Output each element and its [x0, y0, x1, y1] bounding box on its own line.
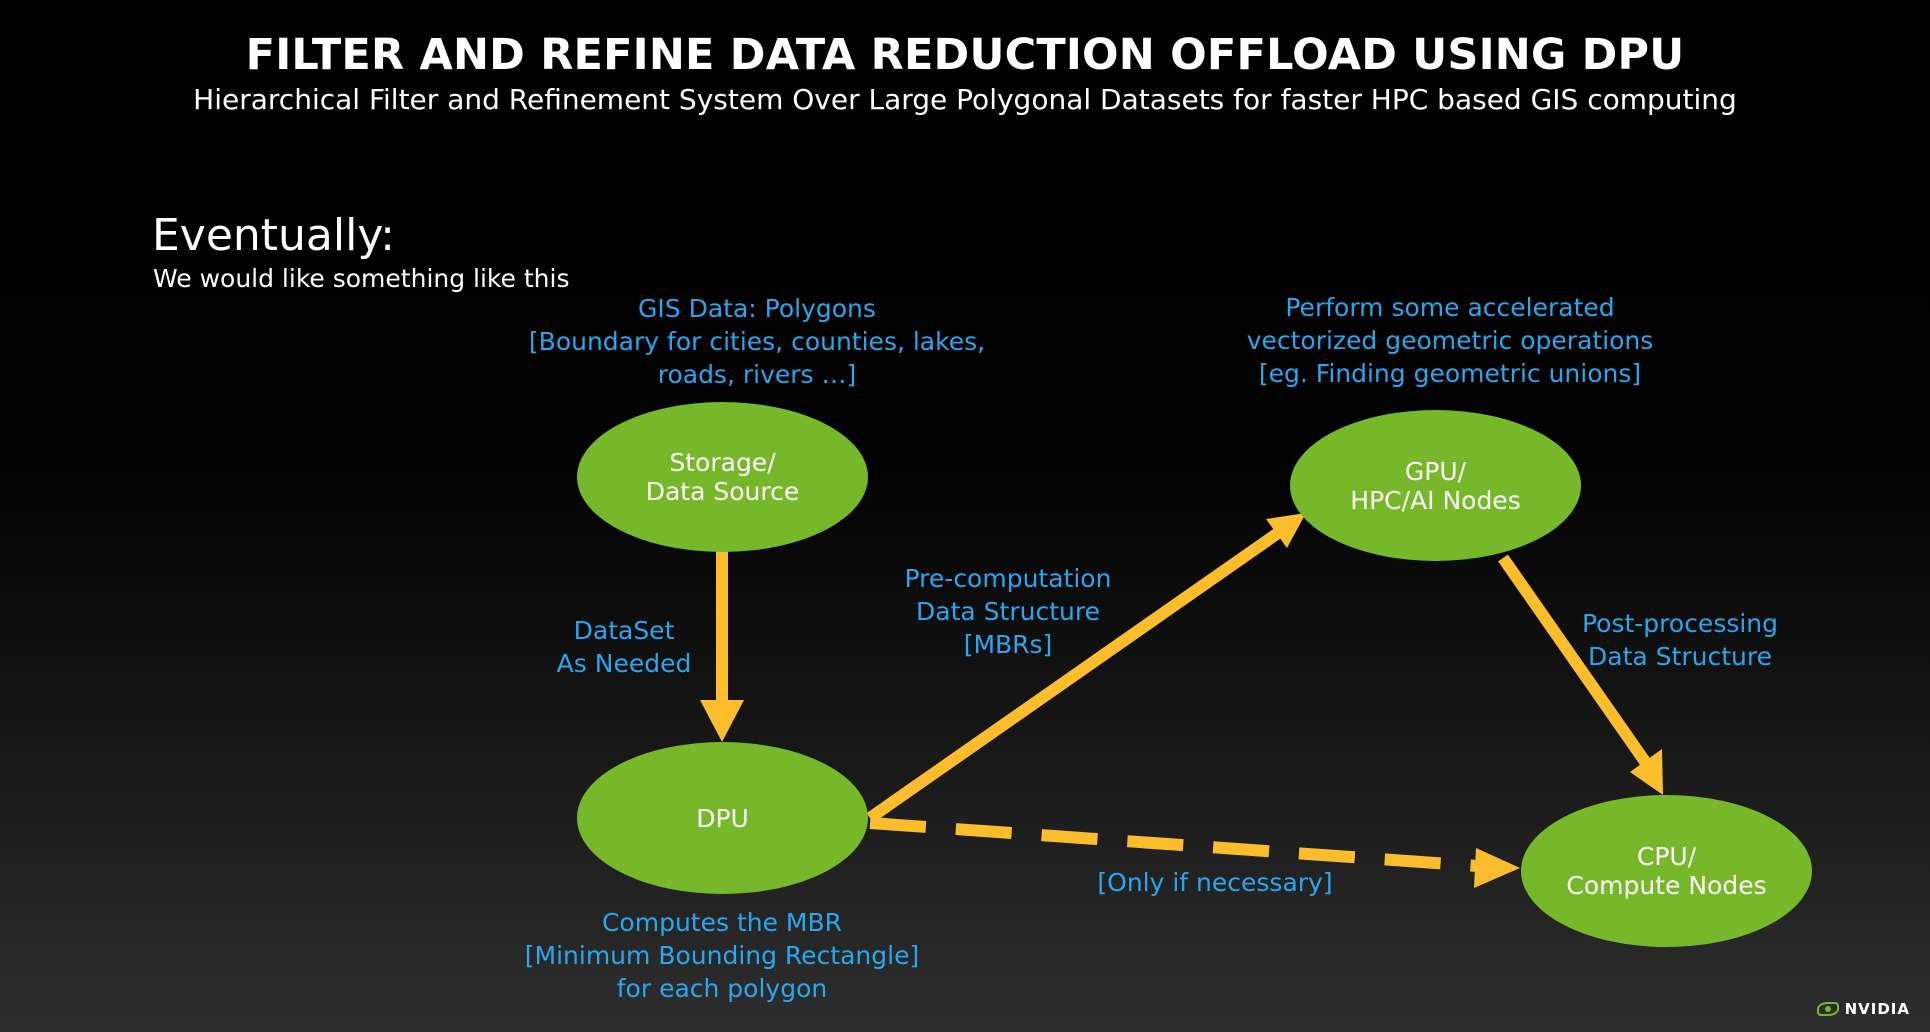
nvidia-eye-icon [1816, 1002, 1839, 1016]
precomputation-line2: Data Structure [916, 597, 1100, 626]
precomputation-line3: [MBRs] [963, 630, 1053, 659]
precomputation-edge-label: Pre-computation Data Structure [MBRs] [888, 562, 1128, 661]
arrowhead-dpu-to-cpu [1474, 848, 1520, 888]
nvidia-logo-text: NVIDIA [1844, 1000, 1910, 1018]
storage-node-line1: Storage/ [669, 448, 776, 477]
slide-subtitle: Hierarchical Filter and Refinement Syste… [193, 83, 1737, 116]
gis-data-line2: [Boundary for cities, counties, lakes, [528, 327, 986, 356]
mbr-annotation: Computes the MBR [Minimum Bounding Recta… [522, 906, 922, 1005]
arrow-gpu-to-cpu [1498, 554, 1651, 767]
gis-data-annotation: GIS Data: Polygons [Boundary for cities,… [522, 292, 992, 391]
storage-node: Storage/ Data Source [577, 402, 868, 552]
slide-title: FILTER AND REFINE DATA REDUCTION OFFLOAD… [245, 30, 1685, 80]
postprocessing-line1: Post-processing [1581, 609, 1779, 638]
dataset-edge-label: DataSet As Needed [544, 614, 704, 680]
cpu-node-line1: CPU/ [1636, 842, 1697, 871]
cpu-node: CPU/ Compute Nodes [1521, 795, 1812, 947]
cpu-node-line2: Compute Nodes [1566, 871, 1767, 900]
mbr-line2: [Minimum Bounding Rectangle] [524, 941, 920, 970]
section-subheading: We would like something like this [153, 264, 570, 293]
arrowhead-dpu-to-gpu [1266, 513, 1306, 548]
postprocessing-edge-label: Post-processing Data Structure [1560, 607, 1800, 673]
gpu-ops-line1: Perform some accelerated [1285, 293, 1615, 322]
dpu-node-label: DPU [696, 803, 749, 833]
mbr-line3: for each polygon [616, 974, 828, 1003]
section-heading: Eventually: [152, 210, 396, 261]
gpu-ops-annotation: Perform some accelerated vectorized geom… [1230, 291, 1670, 390]
gpu-node: GPU/ HPC/AI Nodes [1290, 410, 1581, 561]
arrow-dpu-to-cpu-dashed [869, 817, 1479, 872]
gpu-node-line2: HPC/AI Nodes [1350, 485, 1521, 515]
gpu-node-line1: GPU/ [1404, 456, 1467, 486]
precomputation-line1: Pre-computation [904, 564, 1112, 593]
optional-edge-label: [Only if necessary] [1097, 868, 1333, 897]
dataset-line2: As Needed [556, 649, 692, 678]
gpu-ops-line2: vectorized geometric operations [1246, 326, 1654, 355]
arrow-dpu-to-gpu [866, 528, 1282, 823]
arrowhead-gpu-to-cpu [1630, 749, 1663, 795]
dpu-node: DPU [577, 742, 868, 894]
dataset-line1: DataSet [573, 616, 675, 645]
mbr-line1: Computes the MBR [601, 908, 843, 937]
nvidia-logo: NVIDIA [1816, 1000, 1910, 1018]
postprocessing-line2: Data Structure [1588, 642, 1772, 671]
arrowhead-storage-to-dpu [700, 700, 744, 742]
gis-data-line1: GIS Data: Polygons [638, 294, 876, 323]
gis-data-line3: roads, rivers …] [657, 360, 857, 389]
gpu-ops-line3: [eg. Finding geometric unions] [1258, 359, 1642, 388]
storage-node-line2: Data Source [645, 477, 800, 506]
